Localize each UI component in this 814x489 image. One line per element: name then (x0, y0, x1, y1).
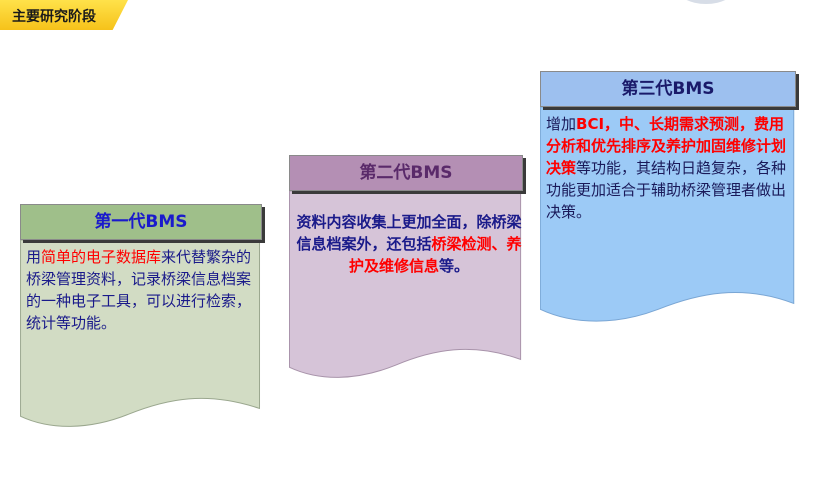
card-second-gen-bms: 第二代BMS 资料内容收集上更加全面，除桥梁信息档案外，还包括桥梁检测、养护及维… (289, 155, 529, 385)
decorative-arc (676, 0, 736, 4)
card-body-shape (289, 191, 522, 378)
card-description: 增加BCI，中、长期需求预测，费用分析和优先排序及养护加固维修计划决策等功能，其… (546, 115, 787, 221)
slide-title: 主要研究阶段 (12, 9, 96, 25)
card-body-shape (20, 240, 261, 427)
card-first-gen-bms: 第一代BMS 用简单的电子数据库来代替繁杂的桥梁管理资料，记录桥梁信息档案的一种… (20, 204, 268, 434)
highlight-text: 桥梁检测、养护及维修信息 (348, 235, 522, 275)
card-body-shape (540, 107, 795, 322)
card-title: 第三代BMS (540, 71, 796, 107)
card-title: 第二代BMS (289, 155, 523, 191)
slide-title-tag: 主要研究阶段 (0, 0, 128, 30)
highlight-text: BCI (576, 115, 605, 133)
card-third-gen-bms: 第三代BMS 增加BCI，中、长期需求预测，费用分析和优先排序及养护加固维修计划… (540, 71, 802, 333)
card-description: 用简单的电子数据库来代替繁杂的桥梁管理资料，记录桥梁信息档案的一种电子工具，可以… (26, 248, 252, 332)
highlight-text: ，中、长期需求预测，费用分析和优先排序及养护加固维修计划决策 (546, 115, 787, 177)
highlight-text: 简单的电子数据库 (41, 248, 162, 266)
card-title: 第一代BMS (20, 204, 262, 240)
card-description: 资料内容收集上更加全面，除桥梁信息档案外，还包括桥梁检测、养护及维修信息等。 (296, 213, 522, 275)
